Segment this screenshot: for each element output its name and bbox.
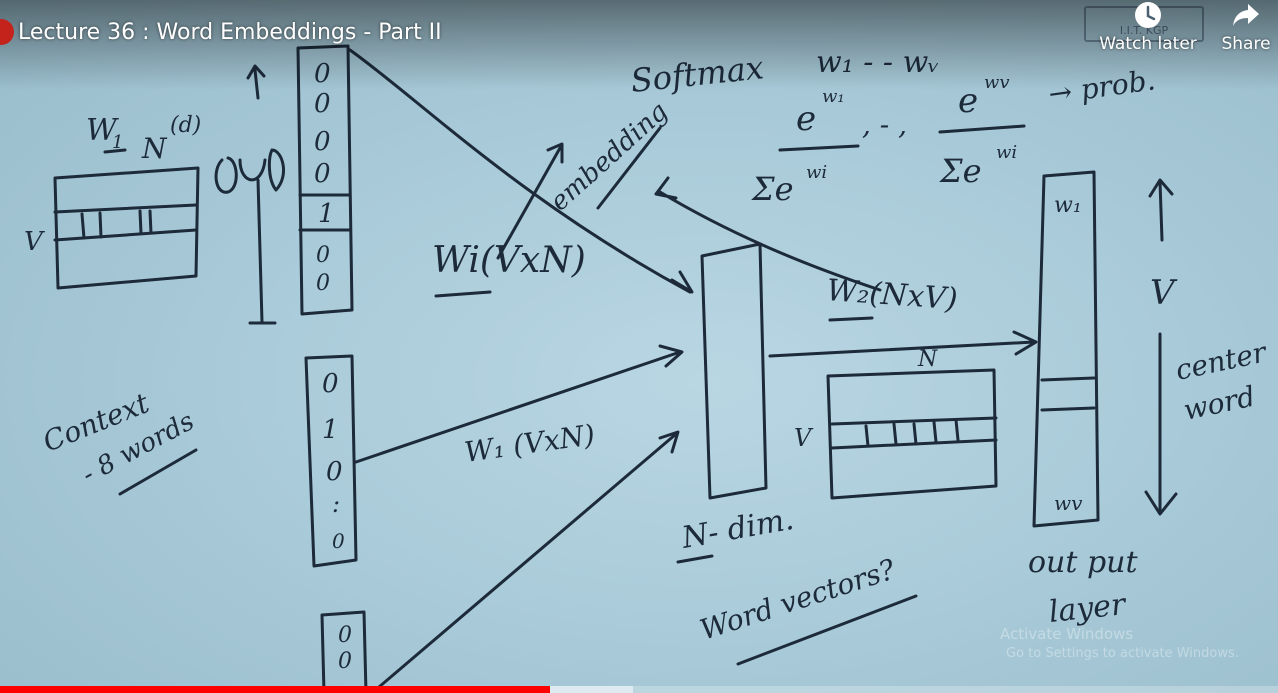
onehot-bottom-1: 0 [338,649,352,674]
watermark-line-1: Activate Windows [1000,625,1134,643]
watch-later-label: Watch later [1099,34,1197,54]
scribble-mark [214,148,286,194]
softmax-denominator-left: Σe [751,170,794,208]
word-label: word [1181,380,1258,427]
onehot-top-7: 0 [316,271,330,296]
onehot-mid-4: 0 [332,529,345,553]
embedding-label: embedding [545,97,674,218]
left-matrix-dim-label: N [141,132,168,165]
progress-bar[interactable] [0,686,1278,693]
output-layer-label: layer [1047,587,1128,630]
activate-windows-watermark: Activate Windows Go to Settings to activ… [1000,624,1270,664]
softmax-result: → prob. [1046,63,1157,111]
softmax-numerator-right-sup: wv [984,72,1010,93]
softmax-denominator-right: Σe [939,152,982,190]
w2-matrix-top-label: N [917,347,938,372]
weights-top-underline [434,290,492,298]
softmax-dots: , - , [862,108,907,141]
video-title-bar: Lecture 36 : Word Embeddings - Part II [0,14,442,50]
watch-later-button[interactable]: Watch later [1096,0,1200,54]
progress-played [0,686,550,693]
arrow-mid-to-hidden [354,344,684,464]
embedding-arrow [496,142,564,260]
weights-mid-label: W₁ (VxN) [462,418,597,469]
w2-matrix [826,368,998,500]
arrow-bottom-to-hidden [370,430,680,693]
onehot-mid-3: : [332,490,340,518]
up-arrow-left [246,64,266,100]
left-matrix-dim-sup: (d) [170,113,201,138]
output-label: out put [1028,545,1139,580]
onehot-top-6: 0 [316,243,330,268]
softmax-fraction-right [938,124,1026,134]
logo-line-2: I.I.T. KGP [1119,24,1169,37]
softmax-numerator-left-sup: w₁ [822,86,845,107]
left-weight-matrix [53,148,200,290]
channel-icon[interactable] [0,19,14,45]
softmax-fraction-left [778,144,860,152]
onehot-mid-0: 0 [322,369,339,399]
onehot-mid-1: 1 [322,415,339,445]
hidden-dim-label: N- dim. [678,502,796,556]
onehot-top-3: 0 [314,159,331,189]
softmax-denominator-left-sup: wi [806,162,827,183]
onehot-vector-top [296,44,354,316]
softmax-label: Softmax [629,48,766,100]
softmax-numerator-left: e [796,99,816,139]
hidden-layer [700,242,768,500]
context-underline [118,448,198,496]
w2-label: W₂(NxV) [825,273,958,317]
watermark-line-2: Go to Settings to activate Windows. [1006,646,1239,661]
clock-icon [1135,2,1161,28]
word-vectors-label: Word vectors? [696,552,900,646]
word-vectors-underline [736,594,918,666]
center-label: center [1173,335,1271,387]
onehot-top-0: 0 [314,59,331,89]
onehot-top-2: 0 [314,127,331,157]
onehot-bottom-0: 0 [338,623,352,648]
softmax-back-arrow [654,176,882,292]
onehot-top-5: 1 [318,199,335,229]
softmax-numerator-right: e [958,81,978,121]
onehot-vector-middle [304,354,358,568]
v-label-right: V [1150,273,1178,313]
softmax-words: w₁ - - wᵥ [816,45,939,80]
vertical-line-left [248,178,277,325]
w2-underline [828,316,874,322]
arrow-top-to-hidden [348,48,694,294]
output-top-label: w₁ [1054,193,1082,218]
hidden-dim-underline [676,554,714,564]
share-arrow-icon [1233,4,1259,26]
left-matrix-top-label: W [86,113,119,148]
onehot-top-1: 0 [314,89,331,119]
down-arrow-right [1144,332,1178,516]
onehot-mid-2: 0 [326,457,343,487]
output-bottom-label: wv [1054,491,1083,515]
share-button[interactable]: Share [1216,0,1276,54]
onehot-vector-bottom [320,610,368,693]
softmax-denominator-right-sup: wi [996,142,1017,163]
w2-matrix-row-label: V [794,424,814,452]
output-layer [1032,170,1100,528]
share-label: Share [1221,34,1271,54]
embedding-underline [596,126,662,210]
left-matrix-row-label: V [24,227,45,257]
left-matrix-top-sub: 1 [112,132,123,153]
video-title[interactable]: Lecture 36 : Word Embeddings - Part II [18,19,442,45]
arrow-hidden-to-output [768,330,1038,358]
up-arrow-right [1148,178,1174,242]
weights-top-label: Wi(VxN) [432,240,586,281]
